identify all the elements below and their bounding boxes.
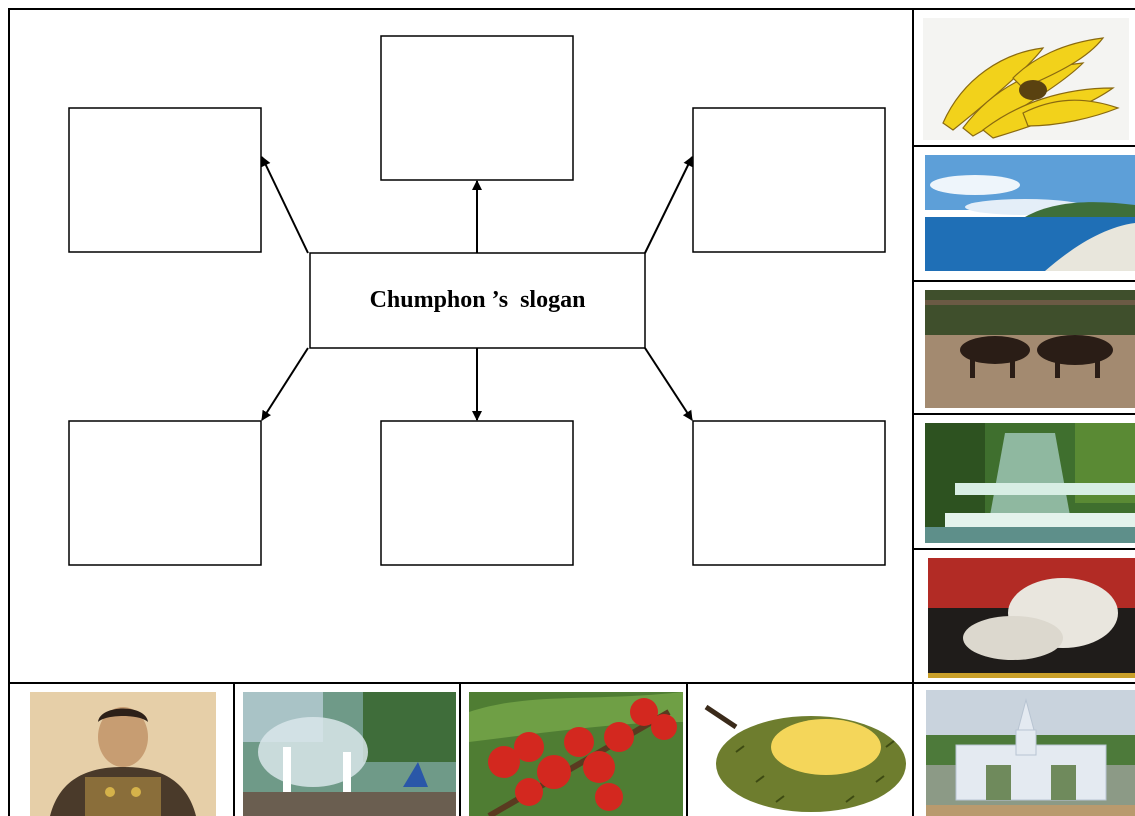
answer-box-bottom-right[interactable] xyxy=(692,420,886,566)
divider-bottom-2 xyxy=(459,683,461,816)
divider-bottom-1 xyxy=(233,683,235,816)
answer-box-top-right[interactable] xyxy=(692,107,886,253)
bullfight-icon xyxy=(925,290,1135,408)
divider-right-3 xyxy=(913,413,1135,415)
divider-right-1 xyxy=(913,145,1135,147)
arrow-to-top-right xyxy=(644,156,693,254)
coffee-beans-icon xyxy=(469,692,683,816)
city-gate-icon xyxy=(926,690,1135,816)
worksheet-frame xyxy=(8,8,1135,816)
answer-box-top-left[interactable] xyxy=(68,107,262,253)
durian-icon xyxy=(696,692,910,816)
divider-main-bottom xyxy=(8,682,1135,684)
waterfall-icon xyxy=(925,423,1135,543)
answer-box-bottom-left[interactable] xyxy=(68,420,262,566)
divider-right-2 xyxy=(913,280,1135,282)
answer-box-top-center[interactable] xyxy=(380,35,574,181)
arrow-to-bottom-right xyxy=(644,347,693,421)
answer-box-bottom-center[interactable] xyxy=(380,420,574,566)
hot-spring-icon xyxy=(243,692,456,816)
arrow-to-bottom-left xyxy=(261,347,309,421)
divider-bottom-3 xyxy=(686,683,688,816)
arrow-to-top-left xyxy=(261,156,309,254)
divider-right-4 xyxy=(913,548,1135,550)
divider-main-right xyxy=(912,8,914,816)
center-label: Chumphon ’s slogan xyxy=(369,287,586,313)
beach-icon xyxy=(925,155,1135,271)
banana-icon xyxy=(923,18,1129,140)
king-portrait-icon xyxy=(30,692,216,816)
birds-nest-icon xyxy=(928,558,1135,678)
